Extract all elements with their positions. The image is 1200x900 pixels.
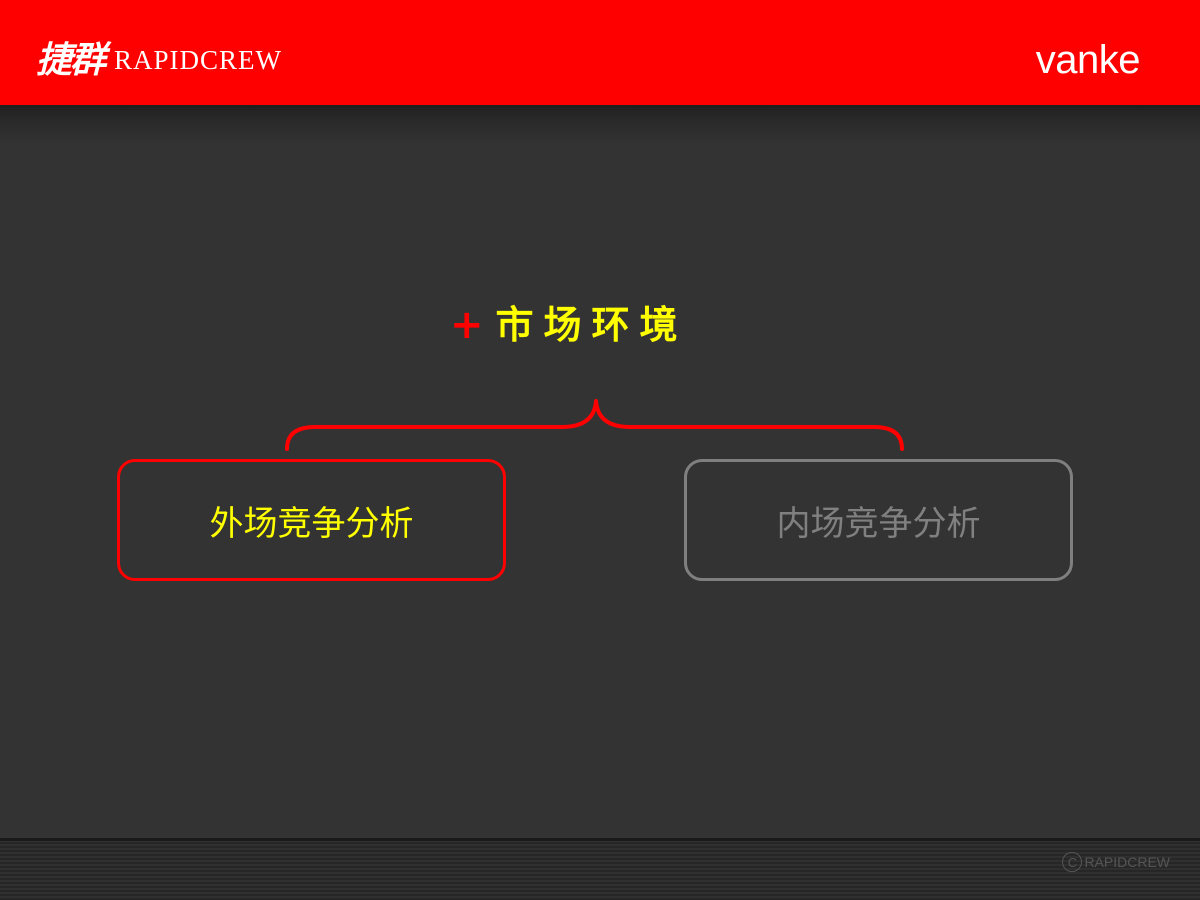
vanke-logo: vanke	[1035, 38, 1141, 82]
header-shadow	[0, 105, 1200, 145]
brace-path	[285, 399, 904, 451]
section-title: + 市场环境	[450, 298, 688, 352]
external-competition-label: 外场竞争分析	[209, 503, 414, 544]
internal-competition-label: 内场竞争分析	[776, 503, 981, 544]
footer-bar	[0, 838, 1200, 900]
rapidcrew-logo: 捷群 RAPIDCREW	[36, 40, 282, 80]
plus-icon: +	[450, 302, 484, 348]
brand-chinese-name: 捷群	[36, 39, 106, 81]
header-bar	[0, 0, 1200, 105]
section-title-text: 市场环境	[495, 303, 688, 347]
copyright-text: RAPIDCREW	[1084, 854, 1170, 870]
brand-english-name: RAPIDCREW	[114, 45, 283, 75]
external-competition-box[interactable]: 外场竞争分析	[117, 459, 506, 581]
internal-competition-box[interactable]: 内场竞争分析	[684, 459, 1073, 581]
copyright-mark: C RAPIDCREW	[1062, 848, 1170, 876]
copyright-icon: C	[1062, 852, 1083, 872]
footer-divider	[0, 838, 1200, 841]
